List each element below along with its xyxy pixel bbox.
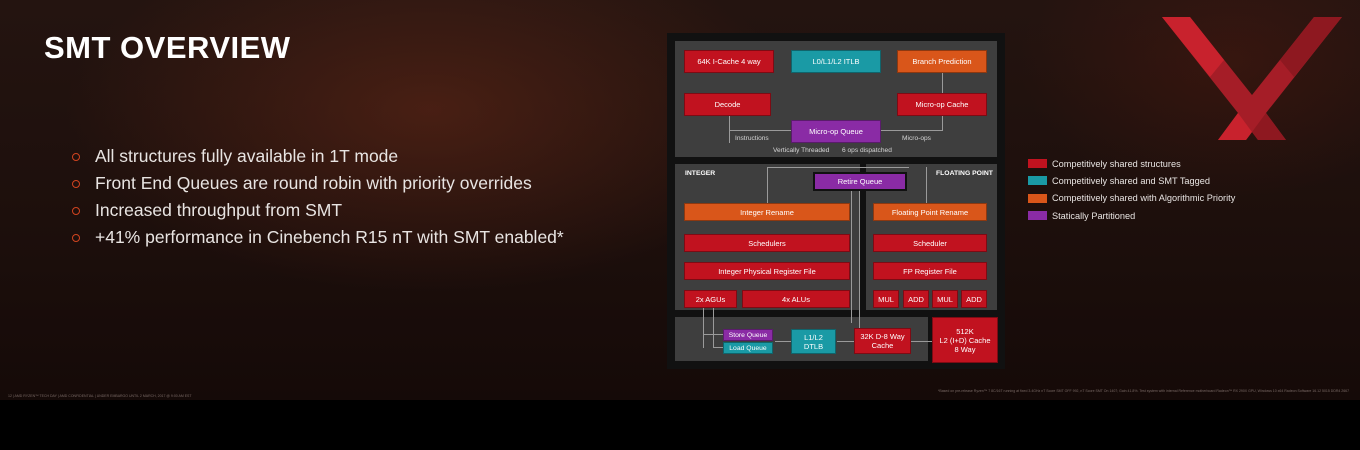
integer-section-label: INTEGER — [685, 170, 716, 177]
ops-dispatched-label: 6 ops dispatched — [842, 147, 892, 154]
floating-point-section-label: FLOATING POINT — [936, 170, 993, 177]
decode-block: Decode — [684, 93, 771, 116]
bullet-item: All structures fully available in 1T mod… — [72, 143, 564, 170]
bullet-marker-icon — [72, 206, 80, 215]
retire-queue-block: Retire Queue — [813, 172, 907, 191]
microops-label: Micro-ops — [902, 135, 931, 142]
connector-line — [926, 167, 927, 203]
fp-register-file-block: FP Register File — [873, 262, 987, 280]
bullet-marker-icon — [72, 179, 80, 188]
smt-block-diagram: 64K I-Cache 4 way L0/L1/L2 ITLB Branch P… — [667, 33, 1005, 369]
microop-cache-block: Micro-op Cache — [897, 93, 987, 116]
legend-swatch-purple — [1028, 211, 1047, 221]
connector-line — [767, 167, 909, 168]
legend-swatch-red — [1028, 159, 1047, 169]
alus-block: 4x ALUs — [742, 290, 850, 308]
bullet-text: All structures fully available in 1T mod… — [95, 146, 399, 166]
slide-title: SMT OVERVIEW — [44, 30, 291, 65]
vertically-threaded-label: Vertically Threaded — [773, 147, 830, 154]
bullet-item: +41% performance in Cinebench R15 nT wit… — [72, 224, 564, 251]
fp-add-unit: ADD — [961, 290, 987, 308]
legend-item: Competitively shared and SMT Tagged — [1028, 172, 1235, 189]
dtlb-block: L1/L2 DTLB — [791, 329, 836, 354]
connector-line — [911, 341, 932, 342]
connector-line — [881, 130, 943, 131]
l2-cache-block: 512K L2 (I+D) Cache 8 Way — [932, 317, 998, 363]
bullet-marker-icon — [72, 152, 80, 161]
legend-swatch-teal — [1028, 176, 1047, 186]
bullet-item: Increased throughput from SMT — [72, 197, 564, 224]
connector-line — [729, 130, 791, 131]
fp-mul-unit: MUL — [873, 290, 899, 308]
itlb-block: L0/L1/L2 ITLB — [791, 50, 881, 73]
icache-block: 64K I-Cache 4 way — [684, 50, 774, 73]
fp-rename-block: Floating Point Rename — [873, 203, 987, 221]
slide-footnote: *Based on pre-release Ryzen™ 7 8C/16T ru… — [938, 389, 1350, 393]
fp-scheduler-block: Scheduler — [873, 234, 987, 252]
connector-line — [942, 70, 943, 93]
legend-item: Competitively shared structures — [1028, 155, 1235, 172]
dcache-block: 32K D-8 Way Cache — [854, 328, 911, 354]
store-queue-block: Store Queue — [723, 329, 773, 341]
connector-line — [837, 341, 854, 342]
integer-rename-block: Integer Rename — [684, 203, 850, 221]
connector-line — [942, 115, 943, 131]
connector-line — [729, 93, 730, 143]
load-queue-block: Load Queue — [723, 342, 773, 354]
instructions-label: Instructions — [735, 135, 769, 142]
connector-line — [713, 308, 714, 348]
legend: Competitively shared structures Competit… — [1028, 155, 1235, 224]
legend-label: Competitively shared structures — [1052, 158, 1181, 169]
bullet-list: All structures fully available in 1T mod… — [72, 143, 564, 251]
legend-label: Statically Partitioned — [1052, 210, 1136, 221]
fp-add-unit: ADD — [903, 290, 929, 308]
connector-line — [775, 341, 805, 342]
connector-line — [859, 183, 860, 328]
microop-queue-block: Micro-op Queue — [791, 120, 881, 143]
bullet-text: Increased throughput from SMT — [95, 200, 343, 220]
connector-line — [851, 183, 852, 323]
fp-mul-unit: MUL — [932, 290, 958, 308]
slide: SMT OVERVIEW All structures fully availa… — [0, 0, 1360, 400]
connector-line — [703, 308, 704, 348]
agus-block: 2x AGUs — [684, 290, 737, 308]
connector-line — [767, 167, 768, 203]
brand-logo-icon — [1162, 17, 1342, 140]
branch-prediction-block: Branch Prediction — [897, 50, 987, 73]
legend-swatch-orange — [1028, 193, 1047, 203]
legend-item: Statically Partitioned — [1028, 207, 1235, 224]
legend-item: Competitively shared with Algorithmic Pr… — [1028, 190, 1235, 207]
bullet-item: Front End Queues are round robin with pr… — [72, 170, 564, 197]
bullet-marker-icon — [72, 233, 80, 242]
integer-schedulers-block: Schedulers — [684, 234, 850, 252]
connector-line — [713, 347, 723, 348]
bullet-text: +41% performance in Cinebench R15 nT wit… — [95, 227, 564, 247]
legend-label: Competitively shared with Algorithmic Pr… — [1052, 193, 1236, 204]
legend-label: Competitively shared and SMT Tagged — [1052, 175, 1210, 186]
slide-footer: 12 | AMD RYZEN™ TECH DAY | AMD CONFIDENT… — [8, 394, 192, 398]
integer-register-file-block: Integer Physical Register File — [684, 262, 850, 280]
bullet-text: Front End Queues are round robin with pr… — [95, 173, 532, 193]
